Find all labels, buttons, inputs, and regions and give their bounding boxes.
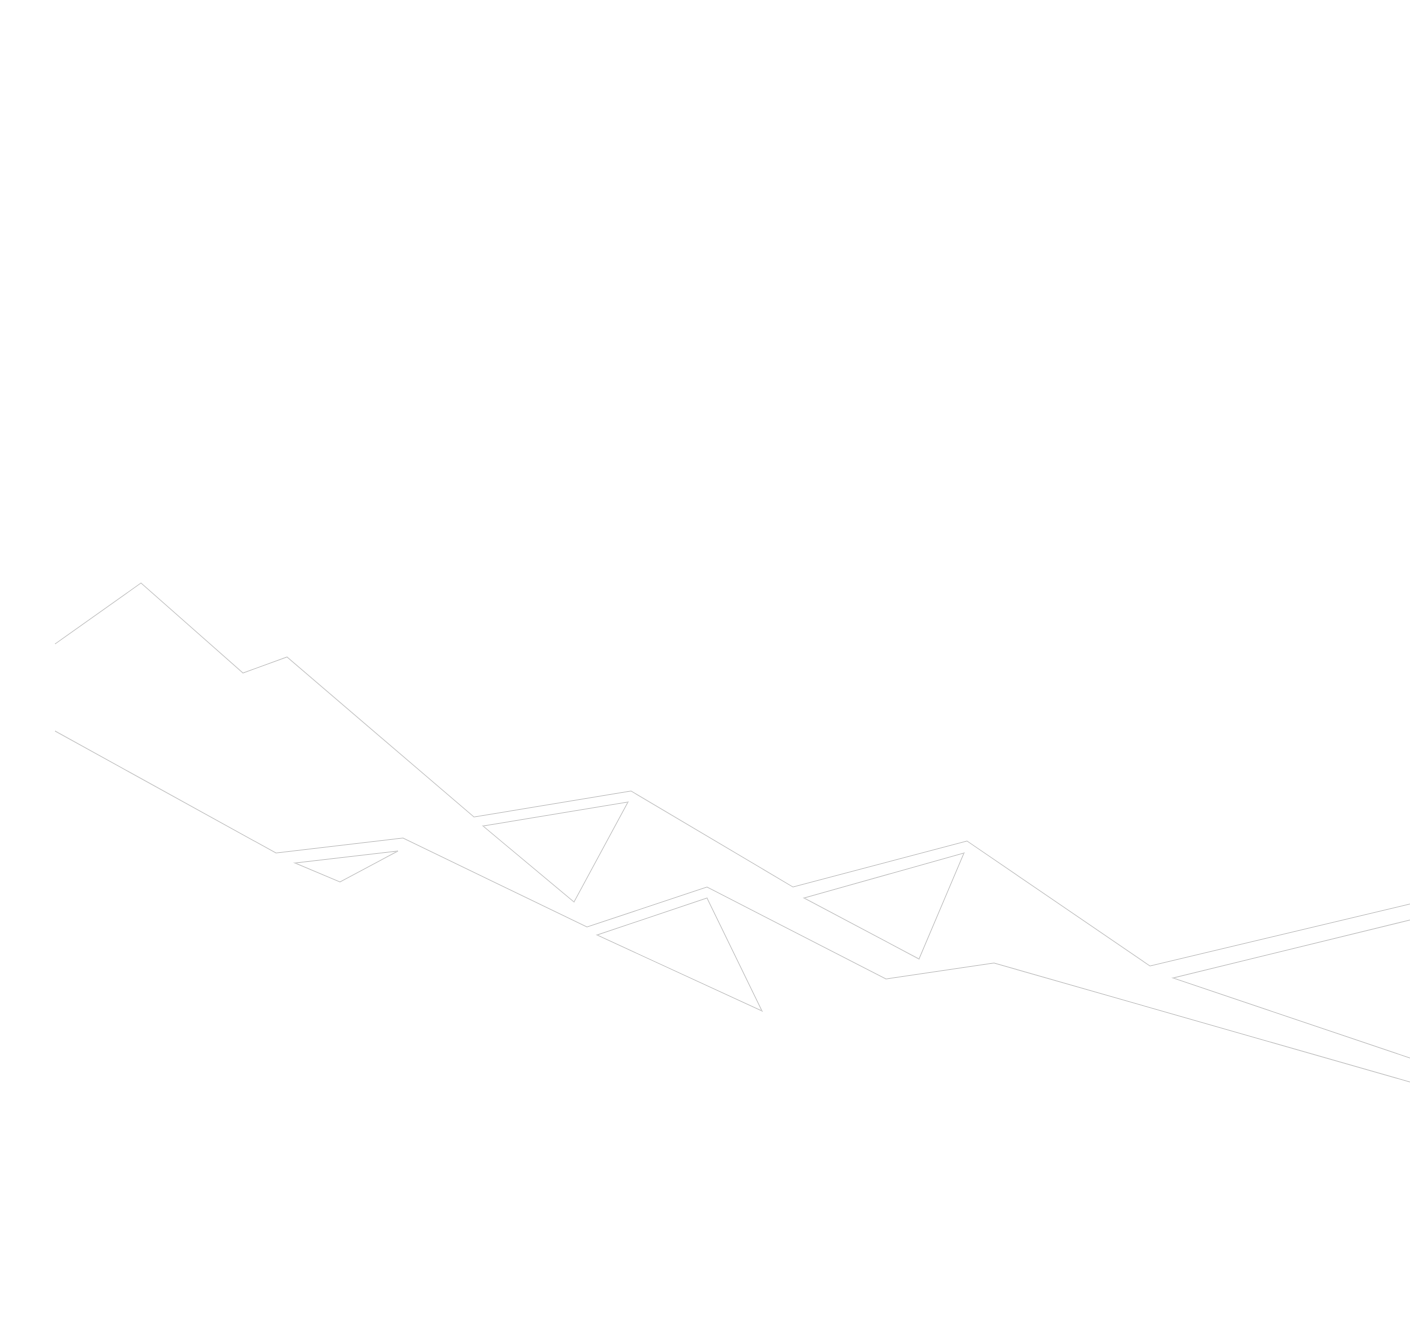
triangle-shape <box>293 850 399 883</box>
right-wedge-line <box>1171 919 1410 1059</box>
triangle-shape <box>595 897 764 1013</box>
mountain-ridge-lower-line <box>54 730 1410 1083</box>
mountain-ridge-upper-line <box>54 582 1410 967</box>
triangle-shape <box>481 801 629 903</box>
triangle-shape <box>802 852 965 960</box>
